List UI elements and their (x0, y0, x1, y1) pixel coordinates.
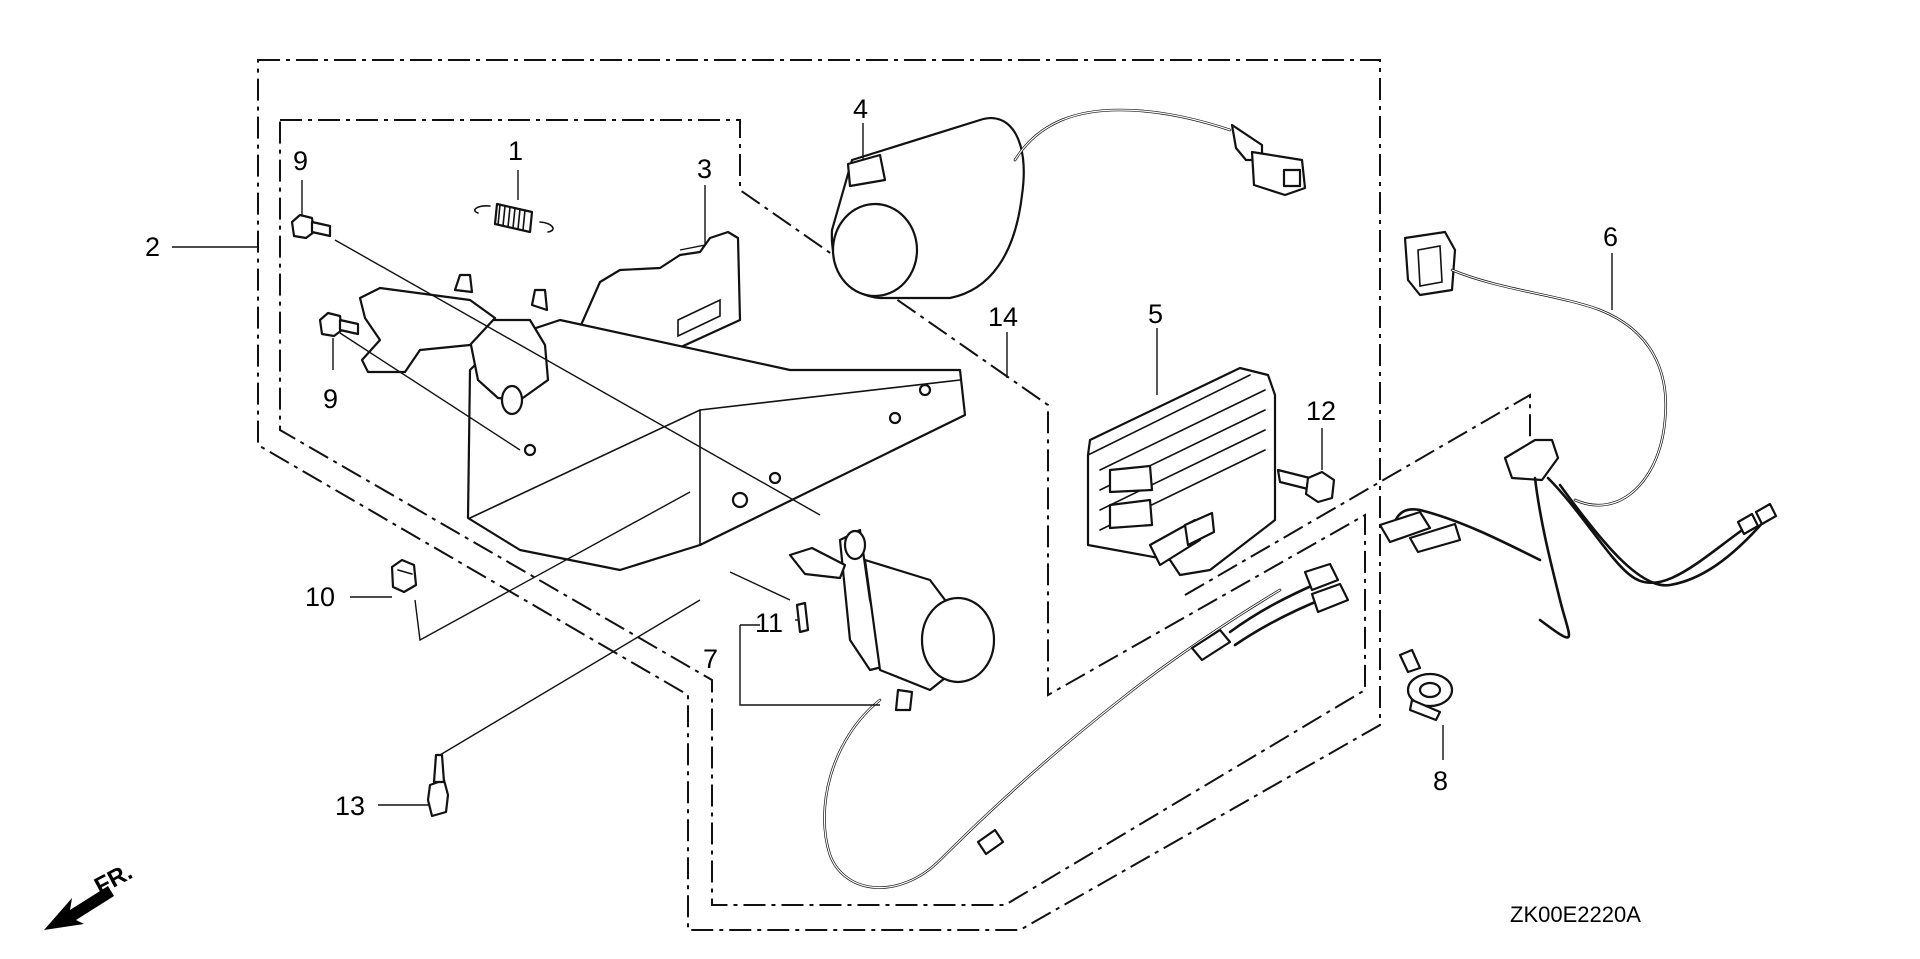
harness-right-part (1378, 230, 1778, 639)
drawing-code: ZK00E2220A (1510, 902, 1641, 927)
callout-13: 13 (335, 791, 365, 821)
harness-lower-part (823, 562, 1350, 889)
solenoid-part (788, 528, 996, 712)
callout-6: 6 (1603, 222, 1618, 252)
callout-9-lower: 9 (323, 384, 338, 414)
callout-labels: 1 2 3 4 5 6 7 8 9 9 10 11 12 13 14 (145, 94, 1618, 821)
flange-bolt-part (426, 753, 450, 818)
callout-9-upper: 9 (293, 146, 308, 176)
bolt-part-lower (318, 311, 360, 338)
callout-11: 11 (755, 608, 783, 638)
front-direction-indicator: FR. (44, 858, 137, 930)
callout-1: 1 (508, 136, 523, 166)
callout-10: 10 (305, 582, 335, 612)
regulator-bolt-part (1276, 468, 1336, 504)
front-arrow-icon (44, 886, 114, 930)
regulator-subgroup-outline (1184, 393, 1531, 596)
callout-7: 7 (703, 644, 718, 674)
callout-14: 14 (988, 302, 1018, 332)
main-bracket-part (358, 230, 967, 572)
condenser-part (830, 108, 1307, 300)
inner-bracket-group-outline (279, 119, 1366, 906)
pin-part (795, 601, 810, 634)
callout-2: 2 (145, 232, 160, 262)
clamp-part (1398, 648, 1454, 722)
bolt-part-upper (290, 213, 332, 240)
spring-part (474, 202, 554, 234)
callout-5: 5 (1148, 299, 1163, 329)
callout-8: 8 (1433, 766, 1448, 796)
callout-12: 12 (1306, 396, 1336, 426)
regulator-part (1086, 366, 1277, 577)
leader-lines (172, 123, 1613, 806)
callout-3: 3 (697, 154, 712, 184)
group-outlines (257, 59, 1531, 931)
outer-group-outline (257, 59, 1381, 931)
callout-4: 4 (853, 94, 868, 124)
nut-part (390, 558, 418, 594)
